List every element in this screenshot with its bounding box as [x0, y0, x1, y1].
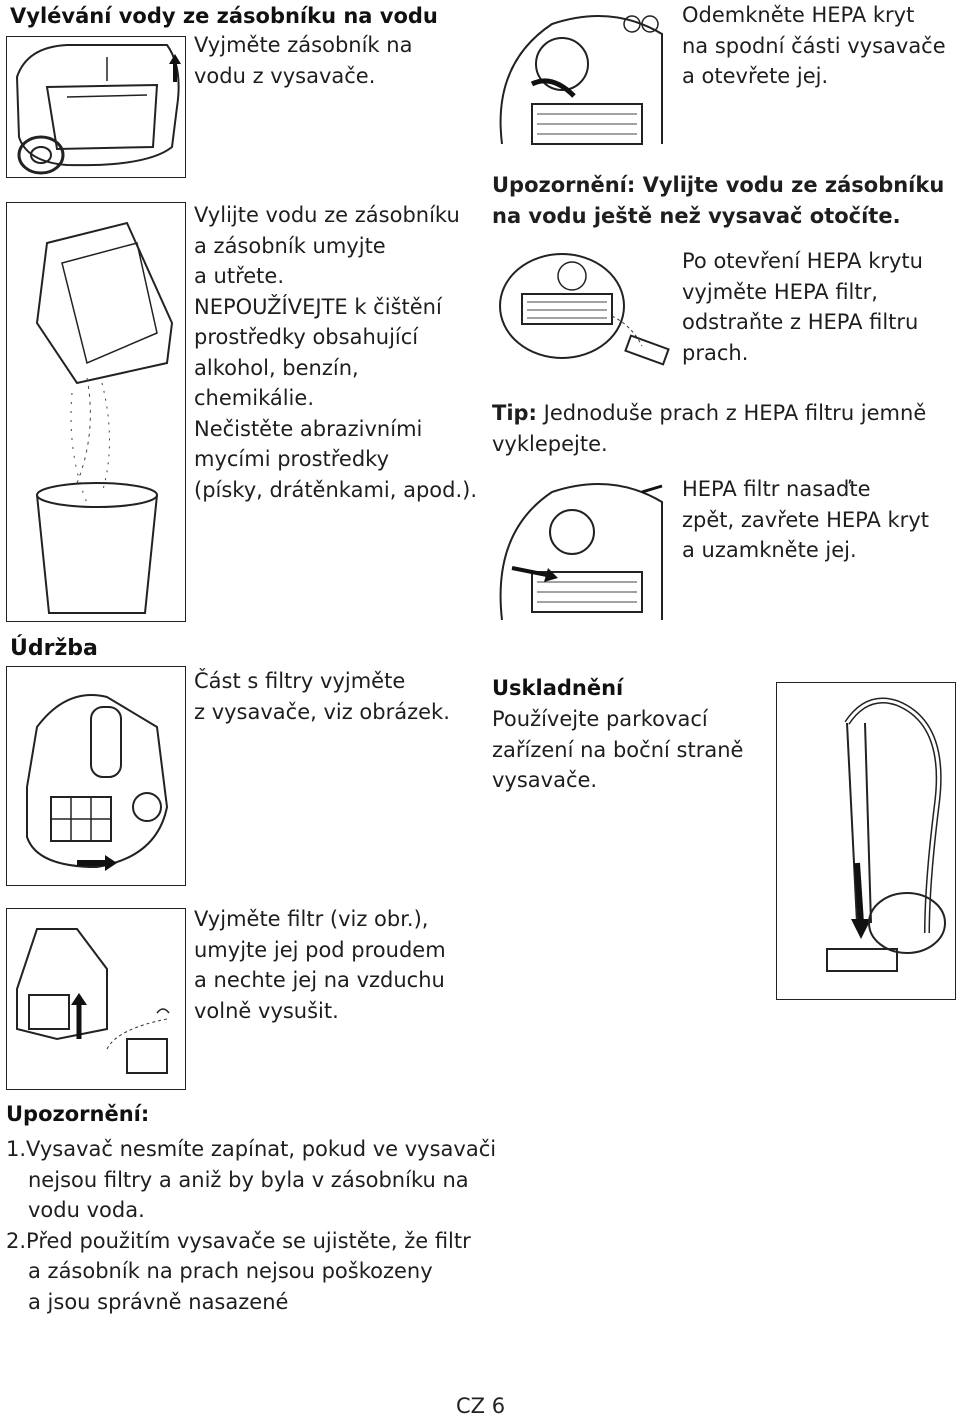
text-line: Část s filtry vyjměte: [194, 669, 406, 693]
tip-label: Tip:: [492, 401, 537, 425]
text-line: 1.Vysavač nesmíte zapínat, pokud ve vysa…: [6, 1134, 496, 1165]
section-title-storage: Uskladnění: [492, 676, 624, 700]
text-line: zpět, zavřete HEPA kryt: [682, 507, 929, 532]
figure-remove-tank: [6, 36, 186, 178]
figure-reinsert-hepa: [492, 472, 670, 626]
text-line: chemikálie.: [194, 386, 314, 410]
text-line: a utřete.: [194, 264, 285, 288]
figure-unlock-hepa: [492, 4, 670, 156]
text-line: a zásobník na prach nejsou poškozeny: [28, 1259, 433, 1283]
text-line: a jsou správně nasazené: [28, 1289, 289, 1314]
text-line: zařízení na boční straně: [492, 737, 744, 762]
text-line: prach.: [682, 340, 749, 365]
text-remove-hepa-filter: Po otevření HEPA krytu vyjměte HEPA filt…: [682, 246, 923, 368]
figure-storage-parking: [776, 682, 956, 1000]
text-line: Vylijte vodu ze zásobníku: [194, 203, 460, 227]
text-line: alkohol, benzín,: [194, 355, 359, 380]
text-line: (písky, drátěnkami, apod.).: [194, 477, 478, 502]
section-title-pour-water: Vylévání vody ze zásobníku na vodu: [10, 4, 438, 28]
text-remove-tank: Vyjměte zásobník na vodu z vysavače.: [194, 30, 412, 91]
text-line: na spodní části vysavače: [682, 33, 946, 58]
text-line: a otevřete jej.: [682, 64, 829, 88]
text-line: vyjměte HEPA filtr,: [682, 279, 878, 304]
text-line: na vodu ještě než vysavač otočíte.: [492, 203, 901, 228]
list-number: 1.: [6, 1137, 27, 1161]
text-line: a uzamkněte jej.: [682, 538, 857, 562]
text-reinsert-hepa: HEPA filtr nasaďte zpět, zavřete HEPA kr…: [682, 474, 929, 566]
text-line: odstraňte z HEPA filtru: [682, 310, 919, 334]
text-line: a nechte jej na vzduchu: [194, 968, 445, 992]
text-line: Vyjměte zásobník na: [194, 33, 413, 57]
figure-remove-hepa-filter: [492, 246, 670, 370]
text-tip: Tip: Jednoduše prach z HEPA filtru jemně…: [492, 398, 926, 459]
text-line: Odemkněte HEPA kryt: [682, 3, 915, 27]
list-item: 2.Před použitím vysavače se ujistěte, že…: [6, 1226, 496, 1318]
figure-wash-filter: [6, 908, 186, 1090]
text-line: 2.Před použitím vysavače se ujistěte, že…: [6, 1226, 496, 1257]
page-number: CZ 6: [456, 1394, 506, 1418]
text-line: HEPA filtr nasaďte: [682, 477, 871, 501]
text-line: a zásobník umyjte: [194, 233, 386, 258]
text-line: Používejte parkovací: [492, 707, 708, 731]
text-line: Po otevření HEPA krytu: [682, 249, 923, 273]
section-title-warnings: Upozornění:: [6, 1102, 150, 1126]
text-storage: Používejte parkovací zařízení na boční s…: [492, 704, 743, 796]
text-line: mycími prostředky: [194, 447, 390, 471]
arrow-up-icon: [168, 52, 182, 84]
text-line: vyklepejte.: [492, 431, 608, 456]
text-unlock-hepa: Odemkněte HEPA kryt na spodní části vysa…: [682, 0, 946, 92]
text-remove-filter-unit: Část s filtry vyjměte z vysavače, viz ob…: [194, 666, 450, 727]
list-text: Vysavač nesmíte zapínat, pokud ve vysava…: [26, 1137, 497, 1161]
warnings-list: 1.Vysavač nesmíte zapínat, pokud ve vysa…: [6, 1134, 496, 1317]
figure-pour-water: [6, 202, 186, 622]
text-line: vodu z vysavače.: [194, 63, 376, 88]
list-text: Před použitím vysavače se ujistěte, že f…: [26, 1228, 471, 1253]
text-line: vysavače.: [492, 768, 598, 792]
text-line: z vysavače, viz obrázek.: [194, 699, 450, 724]
section-title-maintenance: Údržba: [10, 636, 98, 661]
text-line: NEPOUŽÍVEJTE k čištění: [194, 294, 442, 319]
text-warning-turn: Upozornění: Vylijte vodu ze zásobníku na…: [492, 170, 944, 231]
text-clean-tank: Vylijte vodu ze zásobníku a zásobník umy…: [194, 200, 477, 505]
figure-remove-filter-unit: [6, 666, 186, 886]
text-line: vodu voda.: [28, 1198, 145, 1222]
list-number: 2.: [6, 1228, 27, 1253]
text-line: umyjte jej pod proudem: [194, 937, 446, 962]
text-line: Nečistěte abrazivními: [194, 416, 423, 441]
text-line: nejsou filtry a aniž by byla v zásobníku…: [28, 1167, 469, 1192]
list-item: 1.Vysavač nesmíte zapínat, pokud ve vysa…: [6, 1134, 496, 1226]
text-line: volně vysušit.: [194, 998, 339, 1023]
text-line: Tip: Jednoduše prach z HEPA filtru jemně: [492, 398, 926, 429]
tip-text: Jednoduše prach z HEPA filtru jemně: [536, 401, 927, 425]
text-wash-filter: Vyjměte filtr (viz obr.), umyjte jej pod…: [194, 904, 446, 1026]
text-line: Vyjměte filtr (viz obr.),: [194, 907, 429, 931]
text-line: Upozornění: Vylijte vodu ze zásobníku: [492, 173, 945, 197]
text-line: prostředky obsahující: [194, 325, 419, 349]
